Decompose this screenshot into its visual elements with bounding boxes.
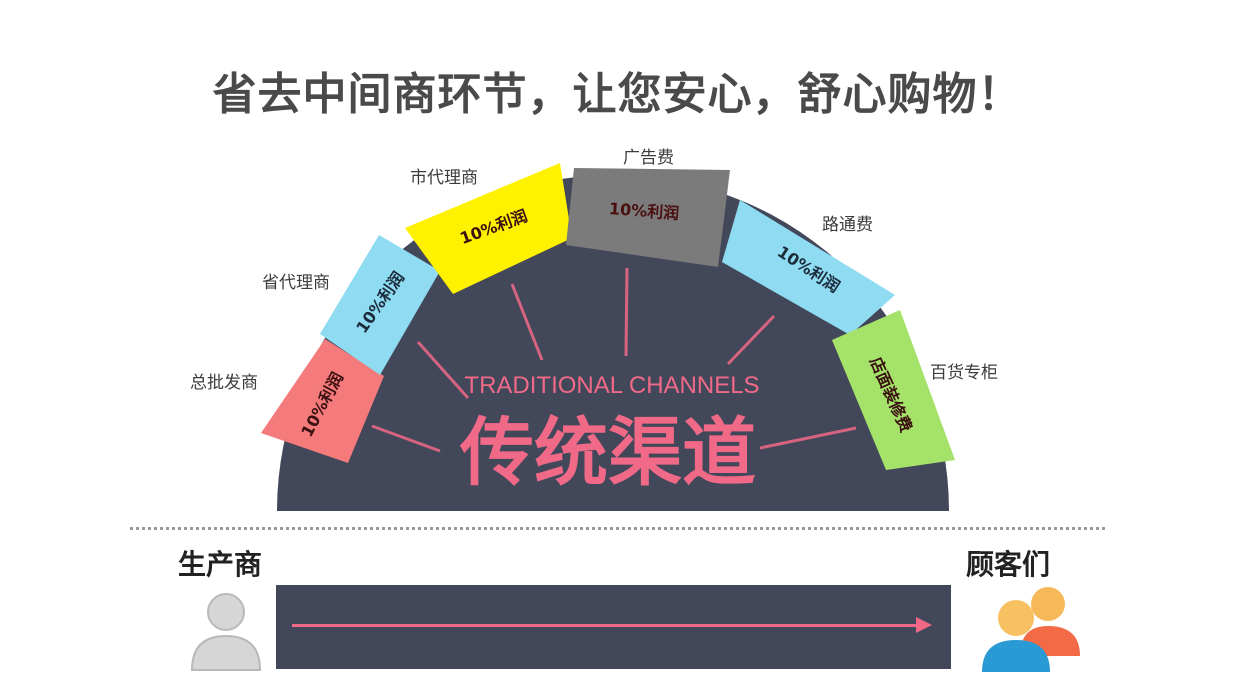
segment-block-wholesaler [261,339,384,463]
segment-advertising: 10%利润 [566,168,730,267]
segment-block-city-agent [405,163,572,294]
arch-title-en: TRADITIONAL CHANNELS [464,372,759,399]
segment-city-agent: 10%利润 [405,163,572,294]
ray-3 [510,283,544,361]
segment-label-city-agent: 市代理商 [410,168,478,188]
channel-arrow [292,624,922,627]
headline: 省去中间商环节，让您安心，舒心购物！ [212,69,1023,120]
arch-rays [371,267,857,453]
segment-text-advertising: 10%利润 [608,199,679,223]
segment-label-road-fee: 路通费 [822,215,873,235]
ray-5 [726,314,776,366]
segment-label-wholesaler: 总批发商 [190,373,258,393]
segment-block-department-counter [832,310,955,470]
segment-label-advertising: 广告费 [623,148,674,168]
segment-provincial-agent: 10%利润 [320,235,440,375]
ray-1 [371,424,441,453]
segment-block-advertising [566,168,730,267]
segment-department-counter: 店面装修费 [832,310,955,470]
arch-title-cn: 传统渠道 [459,410,756,496]
channel-bar [276,585,951,669]
customers-label: 顾客们 [966,548,1051,581]
segment-block-provincial-agent [320,235,440,375]
segment-wholesaler: 10%利润 [261,339,384,463]
ray-2 [416,341,470,399]
segment-label-department-counter: 百货专柜 [930,363,998,383]
dotted-divider [130,527,1105,530]
segment-label-provincial-agent: 省代理商 [262,273,330,293]
ray-6 [759,426,857,450]
producer-label: 生产商 [178,548,263,581]
channel-arrowhead [916,617,932,633]
customers-people-icon [982,587,1080,672]
segment-block-road-fee [722,200,895,335]
producer-person-icon [190,593,262,671]
ray-4 [624,267,629,357]
